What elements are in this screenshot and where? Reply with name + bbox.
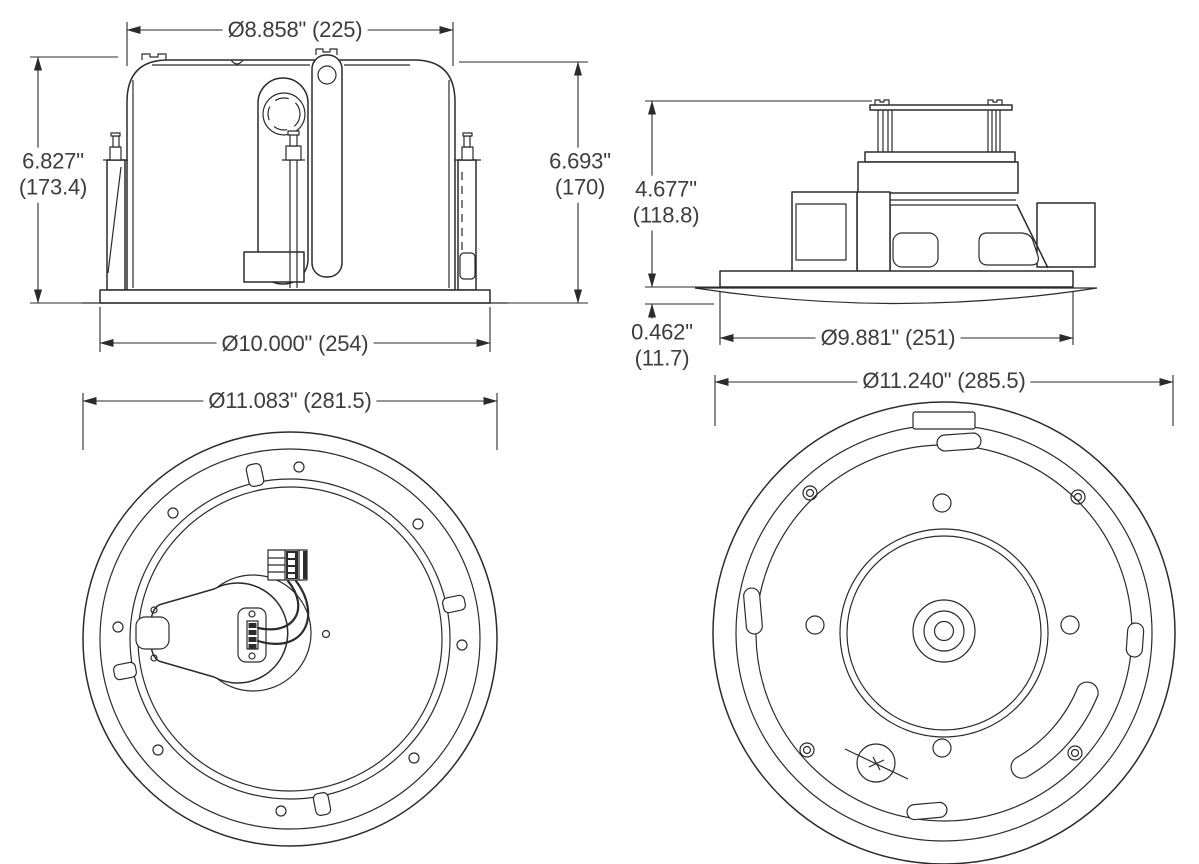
dim-label-rear-diameter: Ø11.083" (281.5)	[203, 386, 377, 416]
dim-below-ceiling-mm: (11.7)	[634, 346, 690, 371]
dim-above-ceiling-mm: (118.8)	[632, 203, 700, 228]
dim-label-above-ceiling-height: 4.677" (118.8)	[627, 175, 705, 231]
center-rod	[282, 130, 305, 288]
dim-can-height-mm: (170)	[554, 175, 606, 200]
rear-view	[82, 393, 498, 847]
knockout-ring-dashed	[267, 97, 301, 131]
rear-screw-holes	[112, 461, 468, 817]
dim-label-overall-height: 6.827" (173.4)	[13, 147, 93, 203]
right-mounting-clamp	[454, 132, 481, 291]
baffle-holes	[805, 493, 1080, 758]
dim-overall-height-inches: 6.827"	[22, 148, 84, 174]
knockout-ring	[262, 92, 306, 136]
adjustment-screw	[844, 743, 909, 783]
woofer-surround	[839, 528, 1049, 738]
speaker-side-view	[645, 99, 1098, 345]
tie-bracket	[869, 99, 1013, 152]
junction-box	[243, 251, 305, 283]
dim-label-baffle-diameter: Ø9.881" (251)	[815, 323, 961, 353]
center-cap	[912, 599, 976, 663]
arc-slot	[1010, 681, 1099, 779]
eyelet-screws	[799, 485, 1086, 761]
magnet-block	[857, 161, 1019, 194]
mounting-arm	[311, 48, 343, 278]
magnet-top-plate	[864, 151, 1016, 163]
speaker-basket	[889, 199, 1049, 271]
dim-label-below-ceiling-depth: 0.462" (11.7)	[626, 318, 698, 374]
teardrop-nose	[135, 616, 170, 650]
speaker-wires	[256, 579, 310, 645]
dim-above-ceiling-inches: 4.677"	[635, 176, 697, 202]
rear-outer-rim	[82, 431, 498, 847]
rear-cover-plate	[1036, 202, 1096, 268]
baffle-flange	[719, 270, 1074, 288]
can-top-notch	[230, 59, 244, 65]
mounting-slots	[743, 432, 1145, 821]
dim-label-can-cutout-diameter: Ø8.858" (225)	[222, 15, 368, 45]
can-top-hooks	[141, 53, 167, 60]
label-plate	[912, 411, 976, 430]
terminal-block	[267, 549, 308, 581]
grille-dome	[694, 287, 1098, 305]
front-view	[712, 375, 1176, 864]
dim-label-flange-diameter: Ø10.000" (254)	[216, 329, 374, 359]
dim-overall-height-mm: (173.4)	[18, 175, 88, 200]
trim-flange	[99, 289, 491, 304]
dim-label-can-height: 6.693" (170)	[544, 147, 616, 203]
can-inner-walls	[132, 80, 450, 288]
dim-below-ceiling-inches: 0.462"	[631, 319, 693, 345]
input-terminal-plate	[237, 607, 267, 663]
dim-can-height-inches: 6.693"	[549, 148, 611, 174]
front-outer-flange	[712, 401, 1176, 864]
back-can-side-view	[30, 22, 588, 352]
transformer-box	[791, 191, 891, 273]
rim-tabs	[113, 463, 466, 816]
left-mounting-clamp	[103, 132, 128, 291]
pilot-hole	[321, 629, 331, 639]
dim-label-front-diameter: Ø11.240" (285.5)	[857, 366, 1031, 396]
